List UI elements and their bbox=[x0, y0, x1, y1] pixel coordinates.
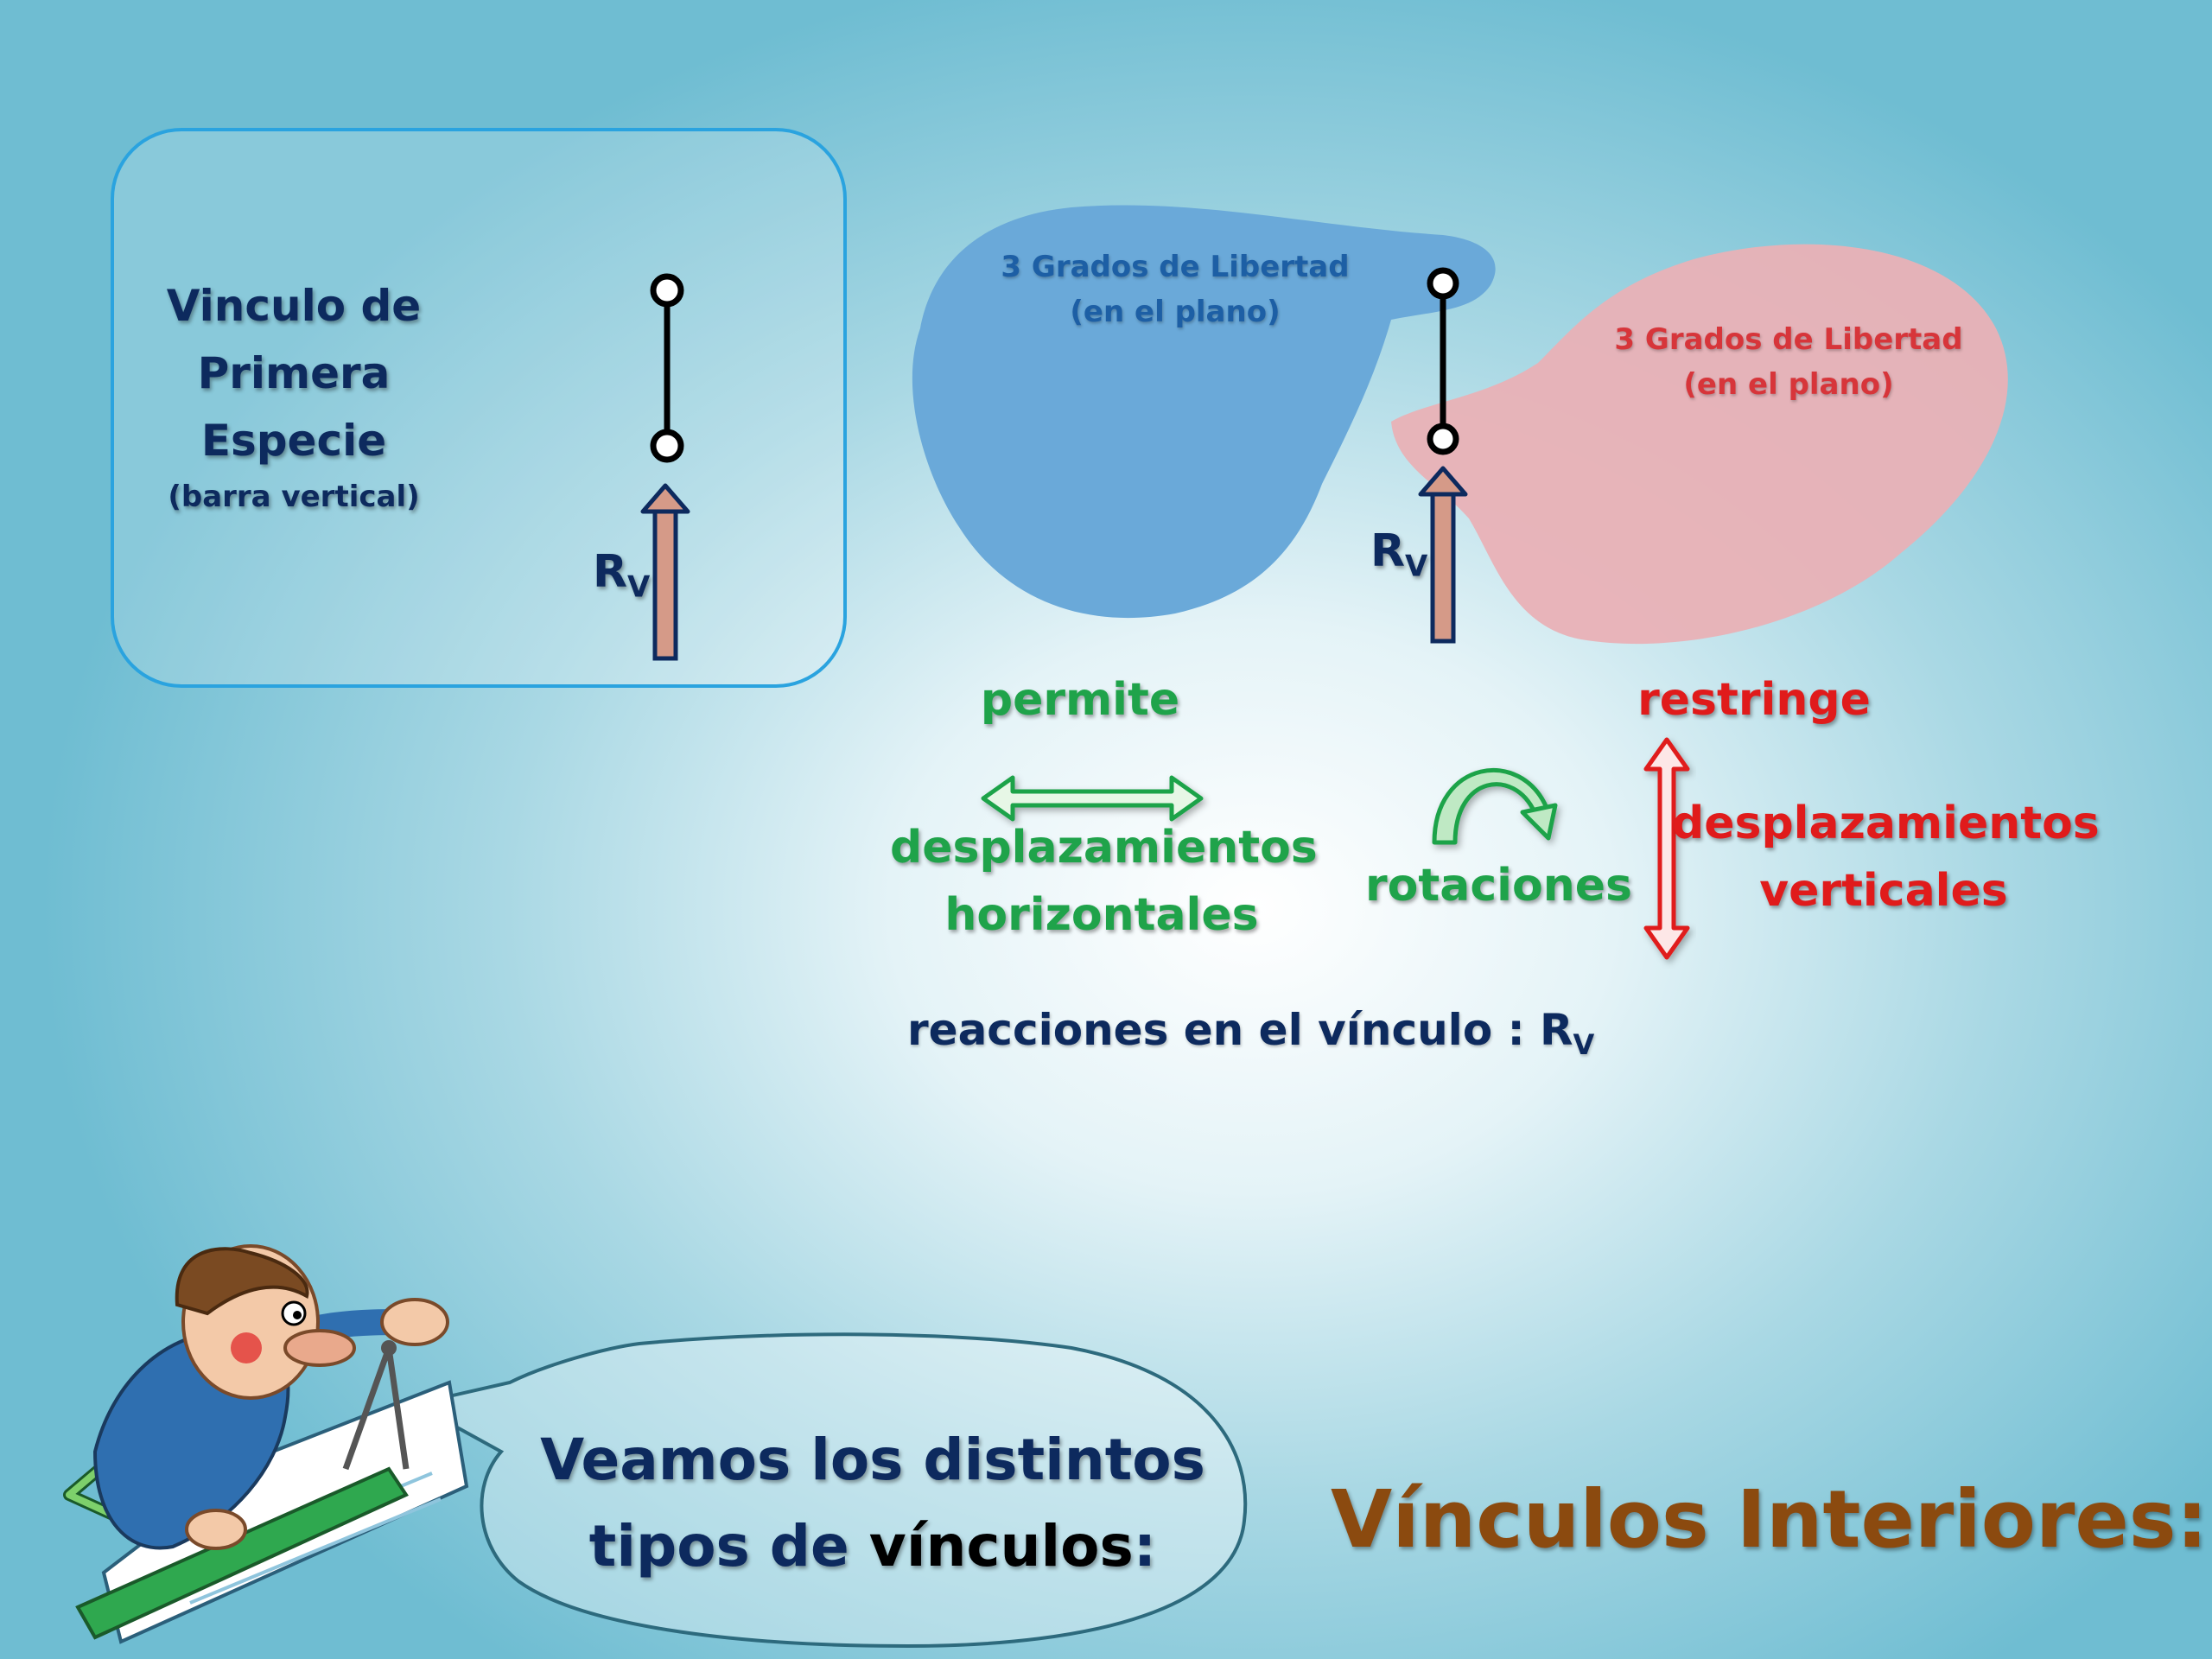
reactions-caption: reacciones en el vínculo : RV bbox=[907, 1005, 1594, 1061]
speech-line-1: Veamos los distintos bbox=[540, 1427, 1205, 1493]
speech-line-2-prefix: tipos de bbox=[588, 1513, 869, 1580]
left-bar-link-icon bbox=[650, 273, 684, 463]
blue-body-label: 3 Grados de Libertad (en el plano) bbox=[959, 245, 1391, 334]
horizontal-displacement-label: desplazamientos horizontales bbox=[890, 814, 1318, 949]
middle-reaction-subscript: V bbox=[1405, 549, 1428, 584]
left-reaction-arrow-icon bbox=[640, 483, 690, 661]
red-body-line-2: (en el plano) bbox=[1683, 367, 1894, 402]
left-title-line-2: Primera bbox=[197, 348, 391, 398]
speech-bubble-shape bbox=[410, 1332, 1248, 1649]
curved-rotation-arrow-icon bbox=[1432, 767, 1558, 845]
left-reaction-subscript: V bbox=[627, 569, 651, 605]
left-panel-title: Vinculo de Primera Especie bbox=[130, 272, 458, 474]
speech-line-2-bold: vínculos bbox=[868, 1513, 1134, 1580]
permits-heading: permite bbox=[980, 674, 1180, 726]
blue-rigid-body bbox=[912, 205, 1496, 619]
reactions-text: reacciones en el vínculo : R bbox=[907, 1005, 1573, 1055]
rotation-label: rotaciones bbox=[1365, 860, 1632, 912]
double-horizontal-arrow-icon bbox=[981, 775, 1204, 822]
reactions-subscript: V bbox=[1573, 1028, 1595, 1061]
middle-reaction-arrow-icon bbox=[1418, 466, 1468, 644]
vertical-line-1: desplazamientos bbox=[1672, 798, 2100, 849]
left-panel-subtitle: (barra vertical) bbox=[168, 480, 420, 514]
horizontal-line-1: desplazamientos bbox=[890, 822, 1318, 874]
horizontal-line-2: horizontales bbox=[944, 889, 1259, 941]
speech-line-2: tipos de vínculos: bbox=[518, 1503, 1227, 1590]
red-body-line-1: 3 Grados de Libertad bbox=[1614, 322, 1963, 357]
double-vertical-arrow-icon bbox=[1643, 737, 1690, 960]
vertical-line-2: verticales bbox=[1759, 865, 2008, 917]
speech-line-2-suffix: : bbox=[1133, 1513, 1157, 1580]
middle-reaction-letter: R bbox=[1370, 525, 1406, 577]
page-title: Vínculos Interiores: bbox=[1331, 1473, 2209, 1566]
blue-body-line-1: 3 Grados de Libertad bbox=[1001, 250, 1350, 284]
speech-bubble-text: Veamos los distintos tipos de vínculos: bbox=[518, 1417, 1227, 1590]
left-title-line-1: Vinculo de bbox=[166, 281, 422, 331]
restricts-heading: restringe bbox=[1637, 674, 1871, 726]
draftsman-illustration bbox=[63, 1244, 469, 1644]
vertical-displacement-label: desplazamientos verticales bbox=[1672, 790, 2100, 925]
left-title-line-3: Especie bbox=[200, 416, 387, 466]
left-reaction-letter: R bbox=[593, 546, 628, 598]
red-body-label: 3 Grados de Libertad (en el plano) bbox=[1573, 317, 2005, 407]
left-reaction-label: RV bbox=[593, 546, 650, 604]
blue-body-line-2: (en el plano) bbox=[1070, 295, 1281, 329]
middle-reaction-label: RV bbox=[1370, 525, 1427, 583]
middle-bar-link-icon bbox=[1427, 267, 1459, 455]
red-rigid-body bbox=[1391, 244, 2008, 645]
